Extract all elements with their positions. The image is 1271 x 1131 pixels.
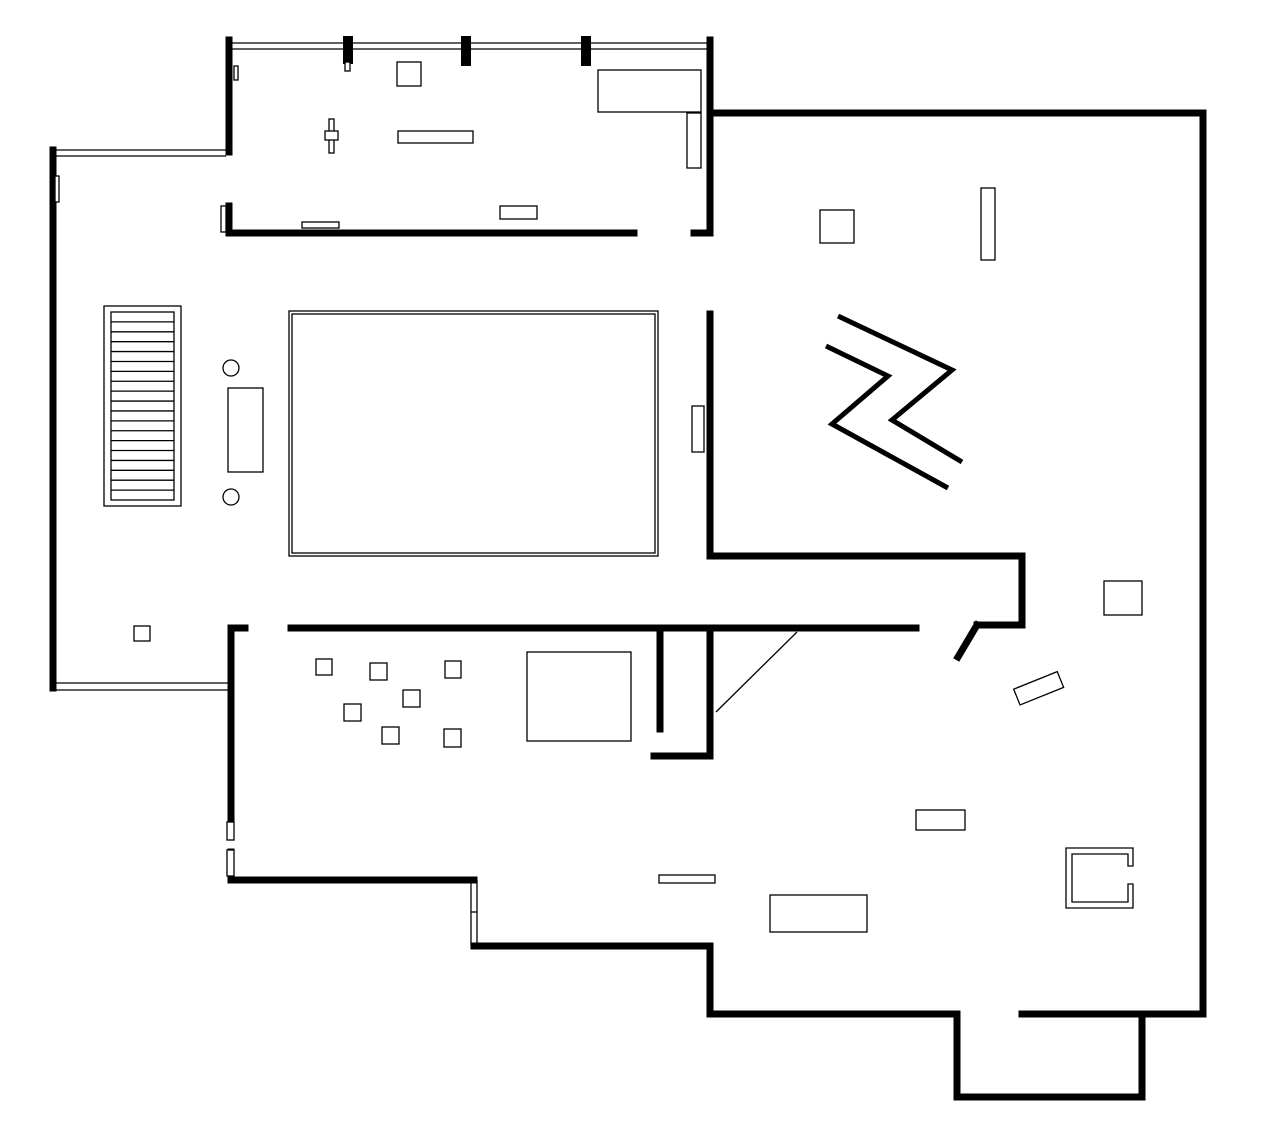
display-case [980,187,996,261]
atrium-void-inner [291,313,656,554]
bench [1012,670,1065,706]
walls [49,36,1207,1101]
zigzag-sculpture-outer [836,313,964,465]
reception-desk [597,69,702,113]
column [222,359,240,377]
display-plinth [133,625,151,642]
display-plinth [444,660,462,679]
windows-and-glazing [54,36,798,946]
display-plinth [819,209,855,244]
atrium-void-outer [288,310,659,557]
east-gallery-south-wall [706,552,1026,629]
north-window-pier [581,36,591,66]
door-panel [226,821,235,841]
south-alcove-walls [953,1010,1146,1101]
desk-return [686,112,702,169]
north-gallery-fixtures [220,61,702,233]
storage-wall-east [650,628,714,760]
staircase [103,305,182,507]
north-window-pier [461,36,471,66]
column [222,488,240,506]
display-plinth [443,728,462,748]
pier-base [344,61,351,72]
c-booth-outer [1065,847,1134,909]
angled-wall [953,620,982,662]
wall-shelf [658,874,716,884]
sculpture-cross [324,130,339,141]
columns [222,359,240,506]
wall-panel [691,405,705,453]
wall-panel [220,205,227,233]
bench [227,387,264,473]
diagonal-partition [715,631,798,713]
stair-inner [110,311,175,501]
door-panel [226,849,235,877]
central-atrium [288,310,659,557]
southwest-room-fixtures [133,625,632,748]
display-plinth [1103,580,1143,616]
south-gallery-fixtures [658,580,1143,933]
display-plinth [369,662,388,681]
display-plinth [315,658,333,676]
wall-outlet [54,175,60,203]
zigzag-sculpture-inner [824,343,950,491]
wall-shelf [301,221,340,229]
display-table [769,894,868,933]
east-gallery-fixtures [691,187,996,491]
large-display-case [526,651,632,742]
bench [499,205,538,220]
display-plinth [402,689,421,708]
display-plinth [396,61,422,87]
display-plinth [343,703,362,722]
bench [397,130,474,144]
south-outer-wall-steps [470,942,961,1018]
north-window-pier [343,36,353,64]
bench [915,809,966,831]
display-plinth [381,726,400,745]
wall-outlet [233,65,239,81]
